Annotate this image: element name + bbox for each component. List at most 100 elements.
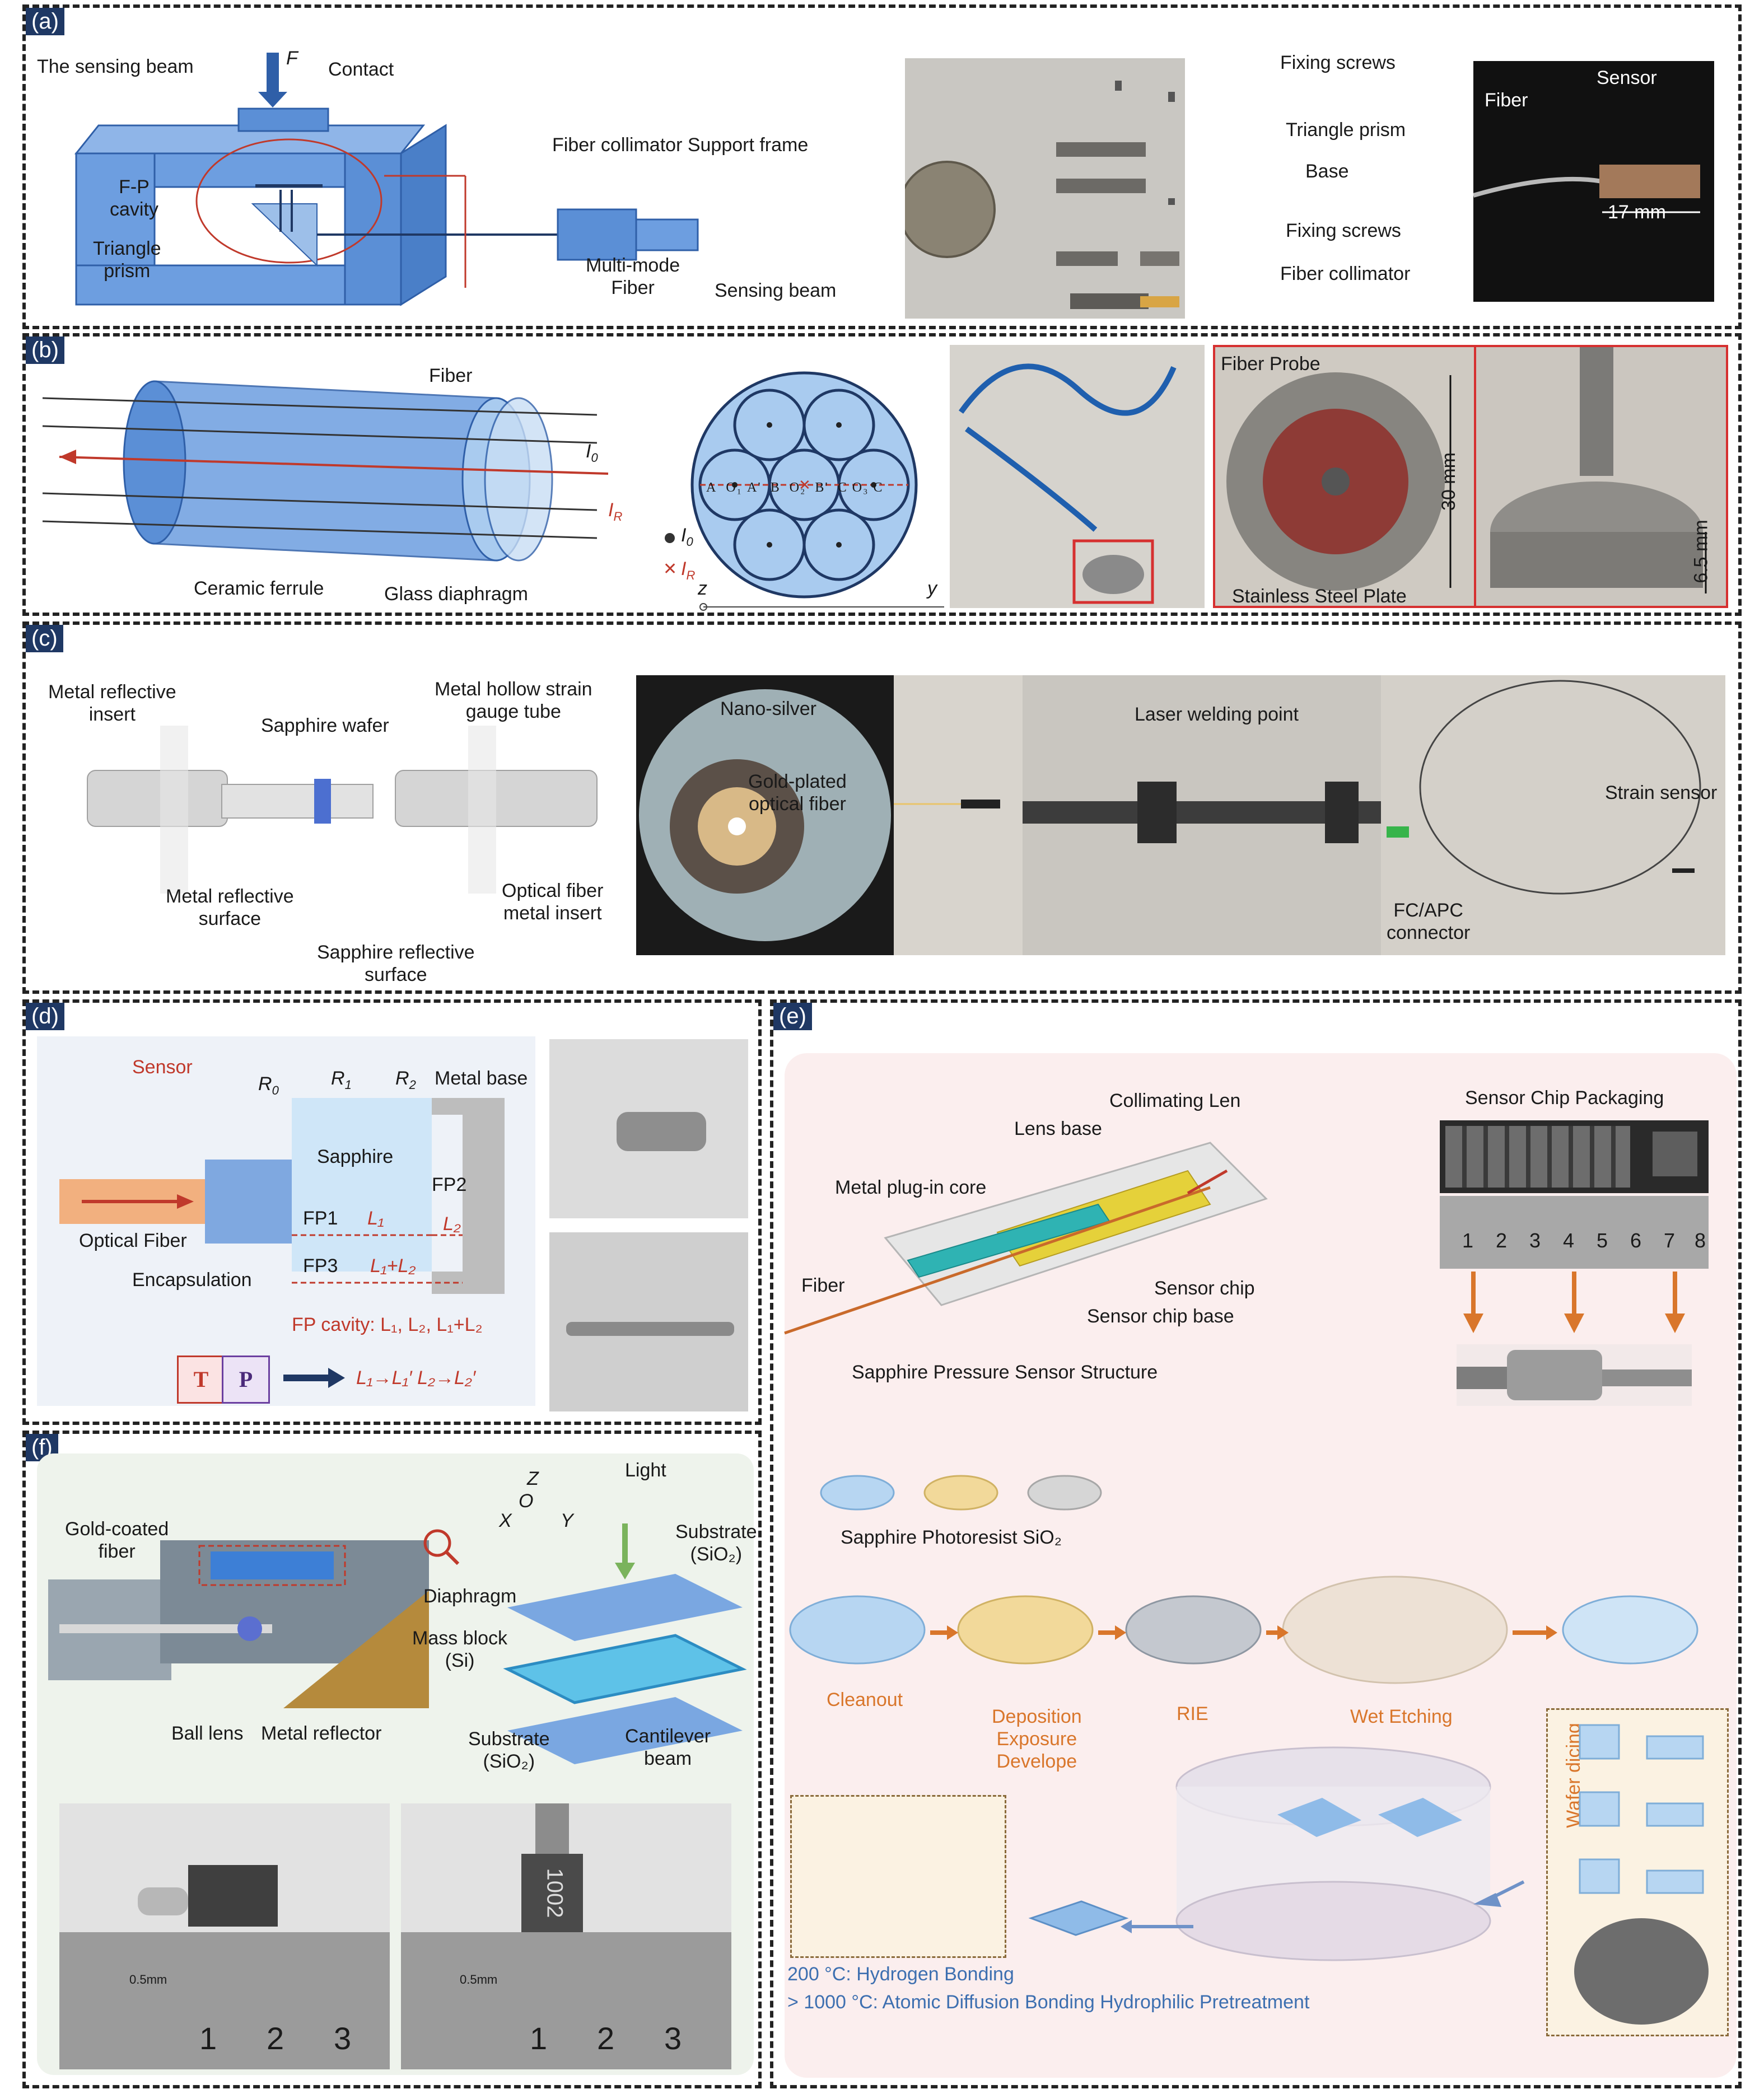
panel-e: (e) Collimating Len Lens base Metal plug… [770,999,1742,2088]
label-l1l2: L₁+L₂ [370,1255,416,1277]
label-dimension-17: 17 mm [1608,202,1666,223]
ferrule-schematic: ✕ [42,380,677,578]
e-ruler-3: 3 [1529,1229,1541,1252]
sensor-fiber-photo [894,675,1023,955]
ruler-photo: 1 2 3 4 5 6 7 8 [1440,1196,1709,1269]
axis-arrow [699,603,944,611]
panel-f: (f) Gold-coated fiber Ball lens Metal re… [22,1431,762,2088]
label-fp3: FP3 [303,1255,338,1277]
label-ir: IR [608,499,623,524]
axis-y-label: y [927,578,937,599]
label-mass-block: Mass block (Si) [412,1628,508,1671]
panel-b: (b) ✕ Fiber I0 IR I0 IR Ceramic ferrule … [22,333,1742,616]
label-fiber-collimator-support: Fiber collimator Support frame [552,134,809,156]
label-ir-legend: IR [681,558,696,582]
label-glass-diaphragm: Glass diaphragm [384,583,529,605]
e-ruler-1: 1 [1462,1229,1474,1252]
e-ruler-4: 4 [1563,1229,1575,1252]
mems-stack [503,1523,747,1764]
panel-d: (d) Sensor R0 R1 R2 Metal base Sapphire … [22,999,762,1425]
label-base: Base [1305,161,1349,182]
label-bond-1000: > 1000 °C: Atomic Diffusion Bonding Hydr… [787,1992,1310,2013]
label-gold-plated-fiber: Gold-plated optical fiber [748,771,847,815]
label-triangle-prism: Triangle prism [93,238,161,282]
label-fp1: FP1 [303,1208,338,1229]
sapphire-sensor-schematic [59,1098,505,1294]
probe-photo-closeup: Fiber Probe 30 mm Stainless Steel Plate [1213,345,1476,608]
label-force: F [286,48,298,69]
label-contact: Contact [328,59,394,80]
probe-photo-cable [950,345,1205,608]
label-nano-silver: Nano-silver [720,698,816,719]
label-r0: R0 [258,1073,279,1097]
e-ruler-2: 2 [1496,1229,1508,1252]
label-i0-legend: I0 [681,525,693,549]
label-triangle-prism-photo: Triangle prism [1286,119,1406,141]
label-sensor-chip-base: Sensor chip base [1087,1306,1234,1327]
arrow-d [283,1368,345,1388]
nano-silver-photo: Nano-silver Gold-plated optical fiber [636,675,894,955]
beam-schematic [74,53,699,306]
f-ruler-left-1: 1 [199,2021,217,2056]
fiber-bundle-cross-section: ✕ [690,371,918,599]
svg-text:✕: ✕ [663,560,677,578]
panel-tag-d: (d) [26,1003,64,1030]
cross-section-points: A O₁ A' B O₂ B' C O₃ C [706,480,884,495]
label-fiber-photo: Fiber [1485,90,1528,111]
label-substrate-top: Substrate (SiO₂) [675,1521,757,1565]
label-metal-plugin-core: Metal plug-in core [835,1177,987,1198]
e-ruler-7: 7 [1664,1229,1676,1252]
label-metal-reflective-insert: Metal reflective insert [48,681,176,725]
dicing-steps [1574,1724,1709,2025]
f-photo-right: 1002 0.5mm 1 2 3 [401,1803,731,2069]
accelerometer-schematic [48,1540,429,1708]
bonding-vessel [1175,1746,1491,1961]
components-photo [905,58,1185,319]
label-lens-base: Lens base [1014,1118,1102,1139]
bonding-chip [1028,1900,1129,1936]
bonding-zoom-box [790,1795,1006,1958]
label-strain-sensor: Strain sensor [1605,782,1718,803]
e-ruler-6: 6 [1630,1229,1642,1252]
strain-sensor-schematic [87,726,598,894]
label-deposition: Deposition Exposure Develope [992,1706,1082,1772]
label-laser-welding: Laser welding point [1135,704,1299,725]
label-fc-apc: FC/APC connector [1387,900,1471,943]
welding-photo: Laser welding point [1023,675,1381,955]
label-substrate-bottom: Substrate (SiO₂) [468,1728,550,1772]
label-optical-fiber-insert: Optical fiber metal insert [502,880,604,924]
f-ruler-right-3: 3 [664,2021,682,2056]
axis-z-label: z [698,578,707,599]
label-fp-cavity: F-P cavity [110,176,158,220]
label-metal-reflector: Metal reflector [261,1723,382,1744]
bonding-arrows [1121,1880,1525,1933]
label-axis-y: Y [561,1510,573,1531]
f-ruler-left-2: 2 [267,2021,284,2056]
label-rie: RIE [1177,1703,1208,1724]
material-discs [820,1475,1102,1511]
f-ruler-right-unit: 0.5mm [460,1973,498,1987]
label-metal-base: Metal base [435,1068,528,1089]
f-ruler-left-unit: 0.5mm [129,1973,167,1987]
label-fixing-screws-top: Fixing screws [1280,52,1396,73]
label-structure-title: Sapphire Pressure Sensor Structure [852,1362,1158,1383]
label-cleanout: Cleanout [827,1689,903,1710]
packaging-arrows [1463,1272,1685,1333]
f-ruler-right-1: 1 [530,2021,548,2056]
label-fiber-b: Fiber [429,365,473,386]
label-gold-coated-fiber: Gold-coated fiber [65,1518,169,1562]
label-chip-packaging: Sensor Chip Packaging [1465,1087,1664,1109]
label-fixing-screws-bottom: Fixing screws [1286,220,1401,241]
label-sapphire-wafer: Sapphire wafer [261,715,389,736]
label-metal-hollow-tube: Metal hollow strain gauge tube [435,679,592,722]
label-cantilever: Cantilever beam [625,1726,711,1769]
label-fp-cavity-d: FP cavity: L₁, L₂, L₁+L₂ [292,1314,483,1335]
label-sensor-chip: Sensor chip [1154,1278,1255,1299]
label-wet-etching: Wet Etching [1350,1706,1453,1727]
label-encapsulation: Encapsulation [132,1269,252,1291]
label-bond-200: 200 °C: Hydrogen Bonding [787,1964,1014,1985]
label-r1: R1 [331,1068,352,1092]
label-r2: R2 [395,1068,416,1092]
chip-packaging-photo [1440,1120,1709,1193]
panel-tag-a: (a) [26,8,64,35]
